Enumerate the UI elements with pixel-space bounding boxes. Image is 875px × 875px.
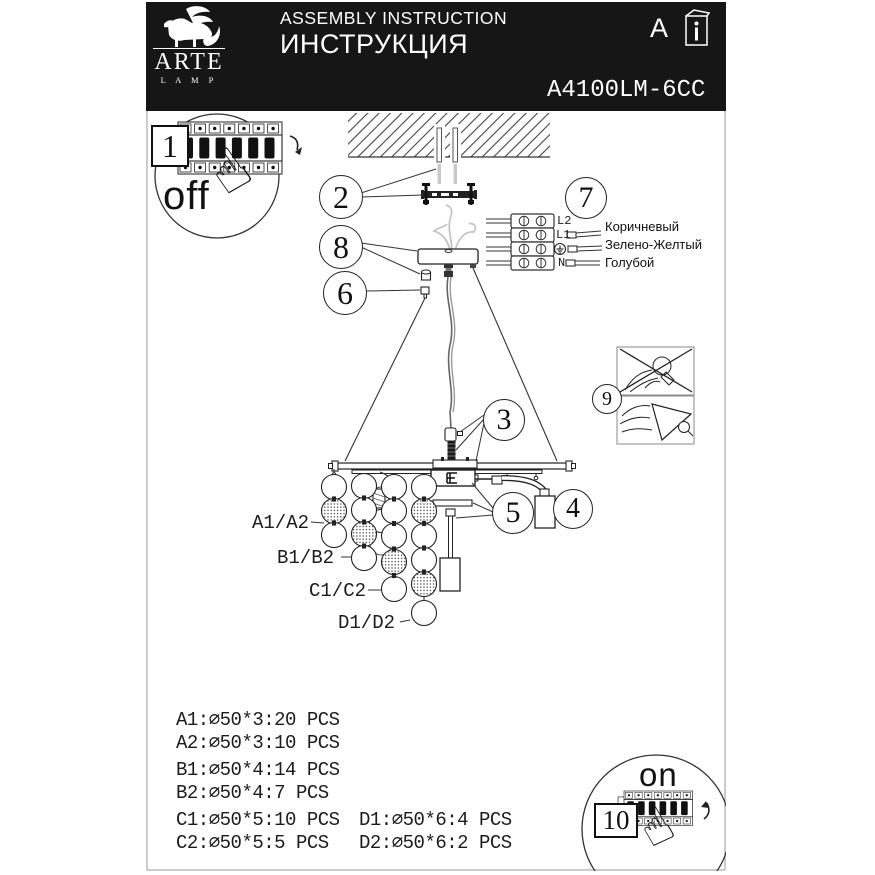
step-box-10: 10 bbox=[594, 803, 638, 838]
step10-breaker bbox=[581, 754, 726, 871]
canopy bbox=[417, 204, 479, 277]
parts-list-item: C2:∅50*5:5 PCS bbox=[176, 832, 329, 854]
step1-breaker bbox=[154, 113, 302, 239]
wire-color-blue: Голубой bbox=[605, 255, 655, 270]
brand-sub: L A M P bbox=[160, 75, 218, 85]
off-label: off bbox=[163, 174, 210, 218]
on-label: on bbox=[639, 756, 678, 793]
strand-label-d: D1/D2 bbox=[338, 612, 396, 634]
suspension-wires bbox=[344, 267, 558, 462]
page-border bbox=[146, 111, 726, 871]
info-booklet-icon bbox=[685, 9, 711, 46]
callout-6: 6 bbox=[323, 271, 367, 315]
header-bar: ARTE L A M P ASSEMBLY INSTRUCTION ИНСТРУ… bbox=[146, 2, 726, 111]
driver-box bbox=[430, 469, 479, 487]
parts-list-item: A1:∅50*3:20 PCS bbox=[176, 709, 340, 731]
brand-name: ARTE bbox=[154, 49, 224, 75]
wire-color-brown: Коричневый bbox=[605, 219, 679, 234]
strand-label-c: C1/C2 bbox=[309, 580, 367, 602]
parts-list-item: A2:∅50*3:10 PCS bbox=[176, 732, 340, 754]
step-box-1: 1 bbox=[151, 125, 189, 167]
corner-letter: A bbox=[650, 13, 669, 43]
bead-strand-4 bbox=[410, 473, 438, 627]
model-number: A4100LM-6CC bbox=[547, 77, 706, 104]
terminal-label-l1: L1 bbox=[556, 228, 571, 242]
parts-list-item: C1:∅50*5:10 PCS bbox=[176, 809, 340, 831]
power-cable bbox=[446, 276, 456, 429]
fastener-part-6 bbox=[420, 286, 430, 299]
bead-strands bbox=[320, 472, 438, 627]
step9-illustrations bbox=[616, 346, 695, 445]
mounting-bracket bbox=[421, 183, 477, 205]
strand-label-a: A1/A2 bbox=[252, 512, 310, 534]
callout-5: 5 bbox=[492, 492, 534, 534]
bead-strand-3 bbox=[380, 473, 408, 603]
callout-9: 9 bbox=[592, 384, 622, 414]
callout-8: 8 bbox=[319, 225, 363, 269]
title-en: ASSEMBLY INSTRUCTION bbox=[280, 8, 508, 28]
bead-strand-2 bbox=[350, 472, 378, 572]
parts-list-item: D2:∅50*6:2 PCS bbox=[359, 832, 512, 854]
parts-list-item: B1:∅50*4:14 PCS bbox=[176, 759, 340, 781]
wire-color-green-yellow: Зелено-Желтый bbox=[605, 237, 702, 252]
callout-7: 7 bbox=[565, 177, 607, 219]
strand-label-b: B1/B2 bbox=[277, 547, 335, 569]
mounting-bolts bbox=[436, 127, 458, 184]
logo-rule bbox=[153, 48, 225, 49]
arte-lion-logo bbox=[164, 6, 220, 47]
use-cloth-bulb-icon bbox=[619, 403, 694, 442]
bead-strand-1 bbox=[320, 473, 348, 549]
callout-4: 4 bbox=[553, 489, 593, 529]
callout-3: 3 bbox=[483, 399, 525, 441]
wiring-terminals bbox=[486, 213, 603, 271]
earth-ground-icon bbox=[553, 242, 567, 256]
parts-list-item: D1:∅50*6:4 PCS bbox=[359, 809, 512, 831]
lamp-tube-parts-5 bbox=[432, 499, 473, 592]
terminal-label-l2: L2 bbox=[557, 214, 572, 228]
terminal-label-n: N bbox=[558, 256, 566, 270]
leader-lines bbox=[310, 168, 494, 623]
callout-2: 2 bbox=[319, 175, 363, 219]
fastener-part-8 bbox=[420, 269, 432, 281]
no-bare-hands-bulb-icon bbox=[619, 348, 693, 393]
cable-connector bbox=[444, 427, 463, 461]
title-ru: ИНСТРУКЦИЯ bbox=[280, 29, 469, 59]
ceiling-hatch bbox=[348, 113, 550, 184]
parts-list-item: B2:∅50*4:7 PCS bbox=[176, 782, 329, 804]
